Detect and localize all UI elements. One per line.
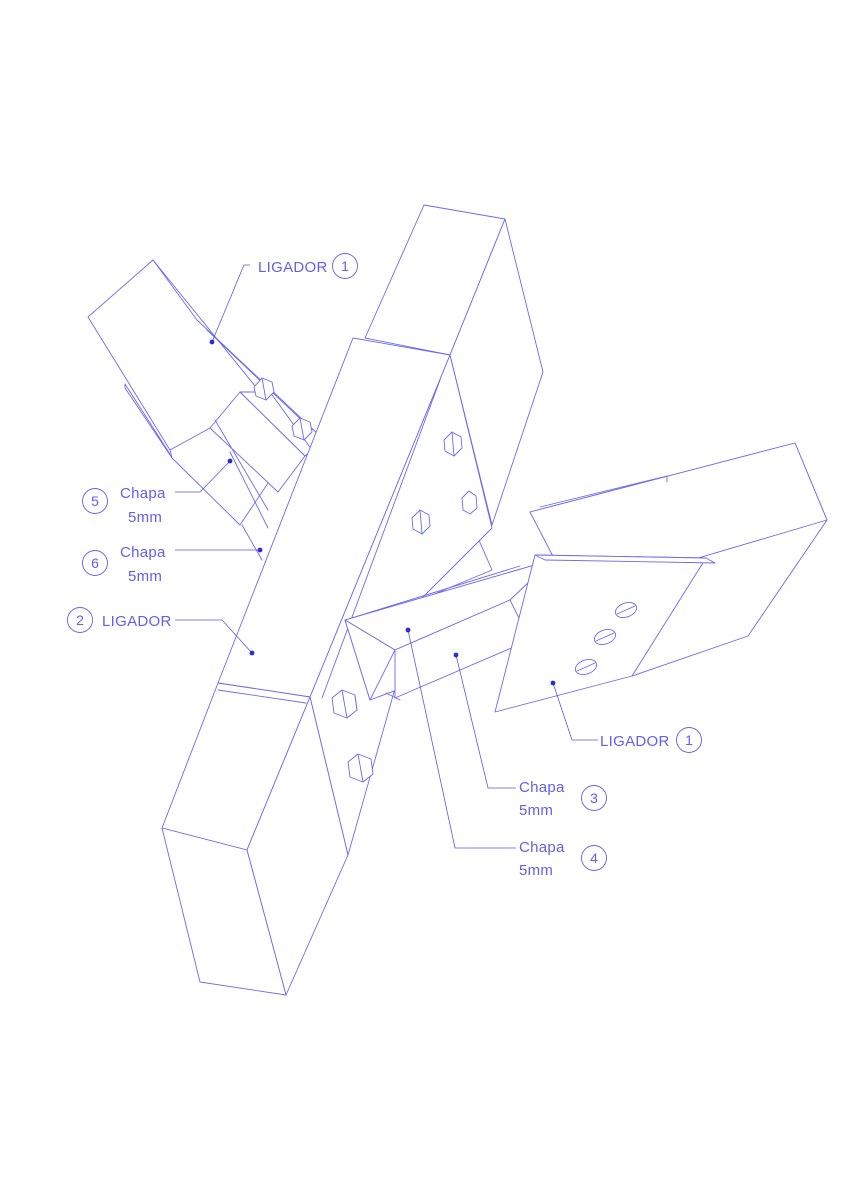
label-chapa-3-number: 3	[590, 790, 598, 806]
label-chapa-4-line2: 5mm	[519, 862, 553, 879]
label-ligador-2: 2 LIGADOR	[67, 607, 172, 633]
label-chapa-4-line1: Chapa	[519, 839, 565, 856]
label-ligador-right: LIGADOR 1	[600, 727, 702, 753]
label-ligador-2-number: 2	[76, 612, 84, 628]
center-bolt-3	[411, 509, 431, 535]
label-ligador-top: LIGADOR 1	[258, 253, 358, 279]
leader-ligador-right	[550, 680, 598, 741]
label-chapa-6: 6 Chapa 5mm	[82, 544, 166, 585]
label-chapa-6-line2: 5mm	[128, 568, 162, 585]
leader-ligador-top	[209, 264, 250, 345]
right-bolt-3	[574, 658, 598, 676]
label-chapa-5: 5 Chapa 5mm	[82, 485, 166, 526]
center-bolt-5	[347, 753, 374, 783]
leader-ligador-2	[175, 619, 255, 656]
upper-left-bolt-1	[253, 377, 275, 401]
label-ligador-right-number: 1	[685, 732, 693, 748]
center-bolt-4	[331, 689, 358, 719]
leader-chapa-6	[175, 547, 263, 553]
leader-chapa-5	[175, 458, 233, 493]
upper-left-bolt-2	[291, 417, 313, 441]
label-chapa-5-line1: Chapa	[120, 485, 166, 502]
center-bolt-2	[461, 490, 478, 515]
center-bolt-1	[443, 431, 463, 457]
label-chapa-3-line2: 5mm	[519, 802, 553, 819]
right-bolt-2	[593, 628, 617, 646]
label-chapa-4-number: 4	[590, 850, 598, 866]
label-ligador-top-text: LIGADOR	[258, 259, 328, 276]
leader-chapa-3	[453, 652, 516, 789]
upper-left-beam	[87, 259, 321, 561]
label-chapa-3: Chapa 5mm 3	[519, 779, 607, 819]
label-chapa-6-number: 6	[91, 555, 99, 571]
label-chapa-5-number: 5	[91, 493, 99, 509]
leader-chapa-4	[405, 627, 516, 849]
label-ligador-2-text: LIGADOR	[102, 613, 172, 630]
right-bolt-1	[614, 601, 638, 619]
label-chapa-5-line2: 5mm	[128, 509, 162, 526]
label-ligador-top-number: 1	[341, 258, 349, 274]
label-chapa-4: Chapa 5mm 4	[519, 839, 607, 879]
label-chapa-6-line1: Chapa	[120, 544, 166, 561]
label-chapa-3-line1: Chapa	[519, 779, 565, 796]
channel-plate	[344, 559, 573, 701]
label-ligador-right-text: LIGADOR	[600, 733, 670, 750]
